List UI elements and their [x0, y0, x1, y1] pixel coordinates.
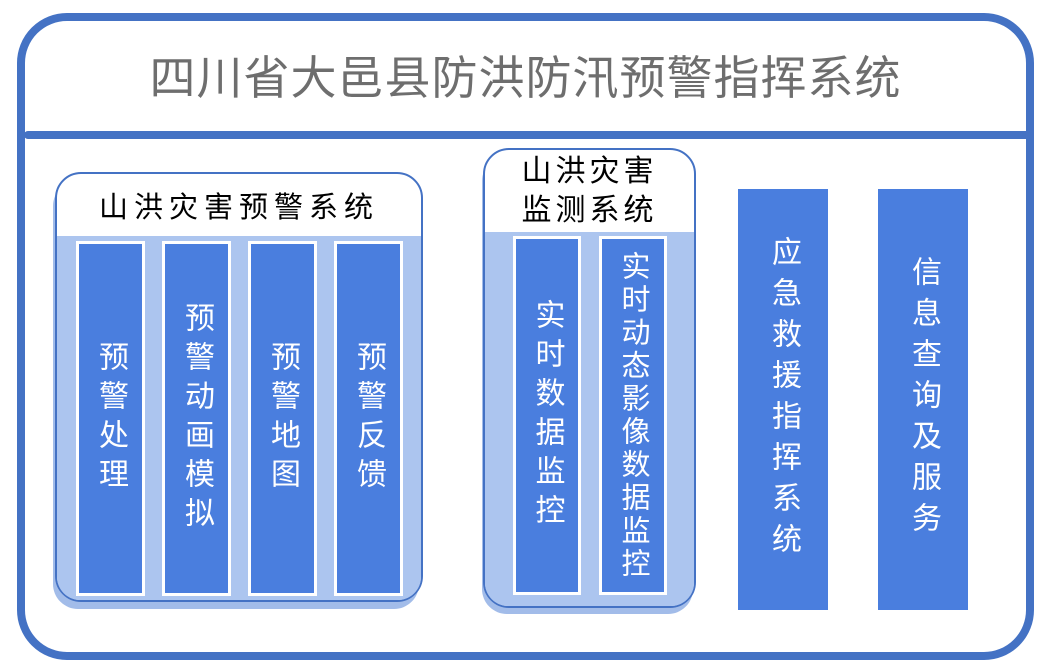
group-title-line-1: 山洪灾害 [521, 155, 658, 188]
group-flood-warning-system: 山洪灾害预警系统 预警处理 预警动画模拟 预警地图 预警反馈 [55, 172, 423, 602]
bar-label-warning-animation-simulation: 预警动画模拟 [180, 301, 213, 536]
warning-system-panel: 预警处理 预警动画模拟 预警地图 预警反馈 [57, 236, 421, 600]
bar-label-realtime-dynamic-video-data-monitoring: 实时动态影像数据监控 [617, 250, 649, 581]
group-title-monitoring-system: 山洪灾害 监测系统 [485, 150, 694, 232]
bar-label-emergency-rescue-command-system: 应急救援指挥系统 [767, 235, 800, 564]
bar-label-warning-feedback: 预警反馈 [352, 340, 385, 497]
bar-warning-map: 预警地图 [247, 241, 317, 596]
group-title-line-2: 监测系统 [521, 194, 658, 227]
bar-label-warning-processing: 预警处理 [94, 340, 127, 497]
bar-label-information-query-and-service: 信息查询及服务 [907, 256, 940, 543]
bar-emergency-rescue-command-system: 应急救援指挥系统 [738, 189, 828, 610]
bar-information-query-and-service: 信息查询及服务 [878, 189, 968, 610]
bar-label-warning-map: 预警地图 [266, 340, 299, 497]
outer-frame [17, 13, 1034, 660]
bar-warning-animation-simulation: 预警动画模拟 [161, 241, 231, 596]
bar-realtime-data-monitoring: 实时数据监控 [512, 236, 581, 595]
title-divider-line [24, 131, 1030, 139]
bar-warning-processing: 预警处理 [75, 241, 145, 596]
group-flood-monitoring-system: 山洪灾害 监测系统 实时数据监控 实时动态影像数据监控 [483, 148, 696, 608]
page-title: 四川省大邑县防洪防汛预警指挥系统 [149, 52, 902, 104]
monitoring-system-panel: 实时数据监控 实时动态影像数据监控 [485, 232, 694, 606]
bar-warning-feedback: 预警反馈 [333, 241, 403, 596]
group-title-warning-system: 山洪灾害预警系统 [98, 192, 379, 224]
bar-label-realtime-data-monitoring: 实时数据监控 [530, 298, 564, 533]
bar-realtime-dynamic-video-data-monitoring: 实时动态影像数据监控 [598, 236, 667, 595]
